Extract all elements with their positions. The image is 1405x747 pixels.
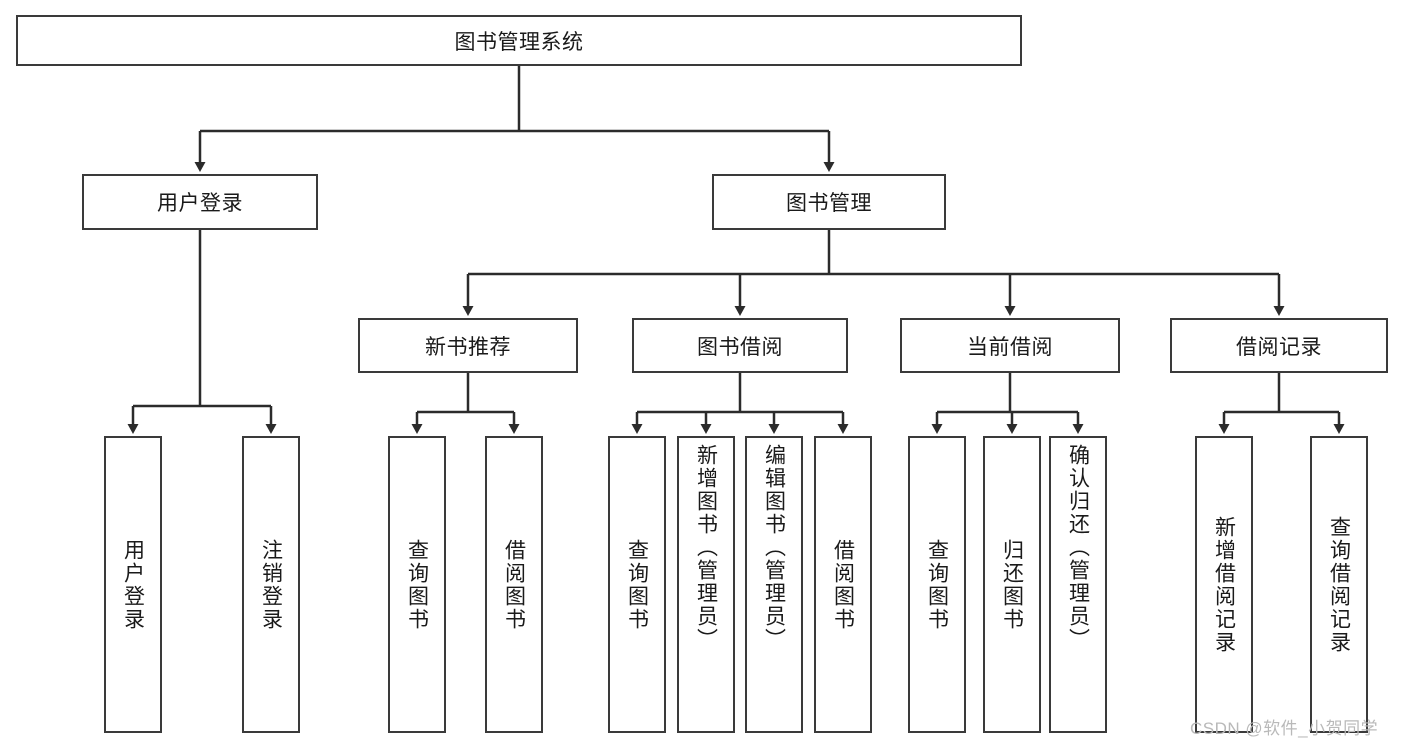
node-label: 查询图书: [625, 538, 649, 631]
node-label: 新书推荐: [425, 335, 511, 359]
node-label: 查询借阅记录: [1327, 515, 1351, 654]
node-leaf-query-book-2[interactable]: 查询图书: [608, 436, 666, 733]
node-root[interactable]: 图书管理系统: [16, 15, 1022, 66]
node-leaf-borrow-book-2[interactable]: 借阅图书: [814, 436, 872, 733]
node-user-login[interactable]: 用户登录: [82, 174, 318, 230]
node-label: 注销登录: [259, 538, 283, 631]
node-leaf-borrow-book-1[interactable]: 借阅图书: [485, 436, 543, 733]
watermark-text: CSDN @软件_小贺同学: [1190, 719, 1379, 738]
node-label: 新增借阅记录: [1212, 515, 1236, 654]
node-new-book-recommend[interactable]: 新书推荐: [358, 318, 578, 373]
node-label: 借阅图书: [831, 538, 855, 631]
node-label: 借阅图书: [502, 538, 526, 631]
node-label: 确认归还（管理员）: [1066, 444, 1090, 651]
node-label: 查询图书: [405, 538, 429, 631]
node-leaf-add-borrow-record[interactable]: 新增借阅记录: [1195, 436, 1253, 733]
node-label: 借阅记录: [1236, 335, 1322, 359]
node-leaf-edit-book[interactable]: 编辑图书（管理员）: [745, 436, 803, 733]
node-current-borrow[interactable]: 当前借阅: [900, 318, 1120, 373]
node-leaf-user-login[interactable]: 用户登录: [104, 436, 162, 733]
node-leaf-user-logout[interactable]: 注销登录: [242, 436, 300, 733]
node-leaf-add-book[interactable]: 新增图书（管理员）: [677, 436, 735, 733]
node-label: 用户登录: [121, 538, 145, 631]
node-leaf-confirm-return[interactable]: 确认归还（管理员）: [1049, 436, 1107, 733]
node-label: 查询图书: [925, 538, 949, 631]
node-book-borrow[interactable]: 图书借阅: [632, 318, 848, 373]
node-book-management[interactable]: 图书管理: [712, 174, 946, 230]
node-label: 图书借阅: [697, 335, 783, 359]
node-label: 当前借阅: [967, 335, 1053, 359]
node-label: 归还图书: [1000, 538, 1024, 631]
node-leaf-query-book-3[interactable]: 查询图书: [908, 436, 966, 733]
node-borrow-record[interactable]: 借阅记录: [1170, 318, 1388, 373]
node-label: 用户登录: [157, 192, 243, 215]
node-label: 编辑图书（管理员）: [762, 444, 786, 651]
node-leaf-query-book-1[interactable]: 查询图书: [388, 436, 446, 733]
node-label: 新增图书（管理员）: [694, 444, 718, 651]
node-leaf-query-borrow-record[interactable]: 查询借阅记录: [1310, 436, 1368, 733]
node-label: 图书管理系统: [454, 30, 584, 54]
node-leaf-return-book[interactable]: 归还图书: [983, 436, 1041, 733]
node-label: 图书管理: [786, 192, 872, 215]
